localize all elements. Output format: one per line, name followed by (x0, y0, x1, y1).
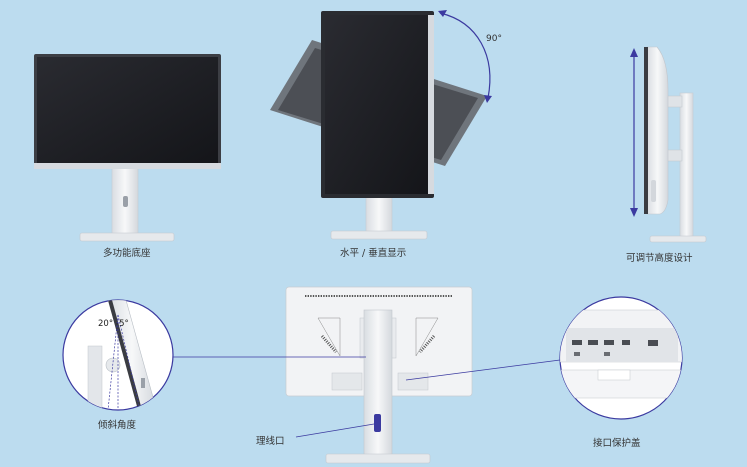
tilt-back-guide (107, 314, 119, 410)
port-audio (574, 352, 580, 356)
monitor-portrait-chin (428, 15, 434, 194)
tilt-stand (87, 345, 103, 410)
caption-cable: 理线口 (256, 435, 285, 447)
rear-port-cover-left (331, 372, 363, 391)
tilt-forward-label: 20° (98, 319, 113, 329)
caption-multi-base: 多功能底座 (103, 247, 151, 259)
monitor-screen (37, 57, 218, 163)
cable-management-hole (374, 414, 381, 432)
side-hinge-top (665, 95, 683, 108)
port-cover-detail-circle (559, 296, 683, 420)
monitor-portrait-screen (325, 15, 430, 194)
caption-rotate: 水平 / 垂直显示 (340, 247, 406, 259)
side-stand-column (679, 92, 694, 240)
port-power (648, 340, 658, 346)
cable-callout-line (295, 423, 375, 438)
port-callout-line (405, 359, 561, 381)
port-dp (604, 340, 614, 345)
rear-stand-column (363, 309, 393, 459)
rotation-arrow-head-bottom (484, 95, 492, 103)
caption-height-adjust: 可调节高度设计 (626, 252, 693, 264)
height-arrow-head-bottom (630, 208, 638, 217)
side-monitor-screen-edge (644, 47, 648, 214)
rear-panel-right (415, 317, 439, 357)
side-base (649, 235, 707, 243)
monitor-chin (34, 163, 221, 169)
rear-base (325, 453, 431, 464)
monitor-front-view (34, 54, 221, 242)
tilt-back-label: -5° (116, 319, 129, 329)
tilt-detail-circle (62, 299, 174, 411)
cable-hole (123, 196, 128, 207)
caption-port-cover: 接口保护盖 (593, 437, 641, 449)
port-cover-notch (597, 369, 631, 381)
tilt-side-ports (141, 378, 145, 388)
port-usb (622, 340, 630, 345)
rotation-base (330, 230, 428, 240)
monitor-base (79, 232, 175, 242)
side-hinge-bottom (665, 149, 683, 162)
side-vent (651, 180, 656, 202)
rear-panel-left (317, 317, 341, 357)
rotation-arrow-head-top (438, 10, 447, 17)
rotation-arrow (439, 12, 491, 99)
monitor-rear-view (285, 286, 473, 464)
height-arrow-head-top (630, 48, 638, 57)
rotation-angle-label: 90° (486, 34, 502, 44)
side-monitor-body (646, 46, 669, 215)
rotation-stand-neck (365, 195, 393, 235)
port-usb-2 (604, 352, 610, 356)
rear-port-cover-right (397, 372, 429, 391)
monitor-rotation-view (270, 10, 492, 240)
tilt-forward-guide (117, 314, 141, 410)
monitor-side-view (630, 46, 707, 243)
port-hdmi-1 (572, 340, 582, 345)
caption-tilt: 倾斜角度 (98, 419, 137, 431)
tilt-monitor-edge (108, 300, 142, 410)
port-hdmi-2 (588, 340, 598, 345)
